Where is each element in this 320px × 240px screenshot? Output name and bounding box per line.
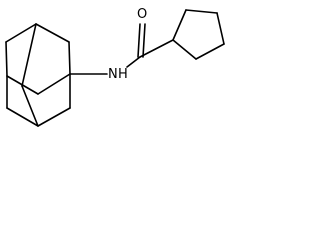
bond (68, 41, 71, 75)
bond (5, 23, 37, 43)
structure-diagram: O N H (0, 0, 240, 142)
bond (6, 107, 39, 127)
adamantane-cage (5, 23, 71, 127)
double-bond-c-o-b (142, 23, 146, 58)
bond (21, 23, 37, 87)
bond (185, 9, 218, 14)
bond-c-ring (139, 39, 174, 58)
bond (37, 107, 71, 127)
oxygen-label: O (137, 7, 147, 22)
bond (21, 85, 39, 127)
bond-n-c (126, 56, 141, 68)
cyclopentane-ring (172, 9, 225, 60)
bond (5, 41, 8, 77)
bond (37, 73, 71, 95)
bond (195, 43, 225, 60)
bond (216, 12, 225, 45)
molecule-svg: O N H (5, 7, 225, 127)
amide-linkage (69, 23, 174, 75)
bond (172, 39, 197, 60)
bond (172, 9, 187, 41)
double-bond-c-o-a (137, 23, 141, 58)
hydrogen-label: H (118, 67, 128, 82)
bond (35, 23, 70, 43)
nitrogen-label: N (108, 67, 118, 82)
